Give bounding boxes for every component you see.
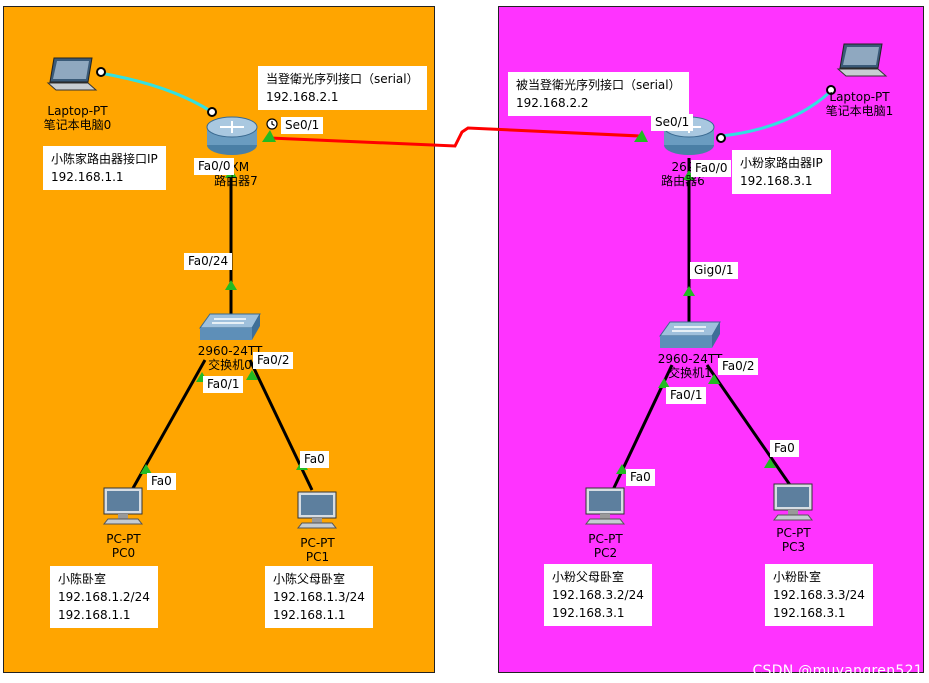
- port-label: Fa0/2: [253, 352, 294, 369]
- wireless-endpoint: [716, 133, 726, 143]
- device-type: PC-PT: [776, 526, 811, 540]
- pc-icon[interactable]: [584, 487, 626, 525]
- link-up-indicator: [658, 378, 670, 388]
- device-name: PC3: [781, 540, 806, 554]
- pc-icon[interactable]: [102, 487, 144, 525]
- note-router7-ip: 小陈家路由器接口IP 192.168.1.1: [43, 146, 166, 190]
- wireless-link-left[interactable]: [99, 71, 213, 114]
- pc-icon[interactable]: [772, 483, 814, 521]
- link-switch1-pc3[interactable]: [705, 364, 792, 486]
- port-label: Se0/1: [281, 117, 324, 134]
- pc0-label: PC-PT PC0: [96, 532, 151, 560]
- link-switch0-pc1[interactable]: [248, 359, 314, 491]
- wireless-endpoint: [207, 107, 217, 117]
- pc2-label: PC-PT PC2: [578, 532, 633, 560]
- port-label: Fa0: [770, 440, 799, 457]
- device-type: PC-PT: [106, 532, 141, 546]
- watermark: CSDN @muyangren521: [752, 663, 923, 679]
- link-up-indicator: [683, 170, 695, 180]
- link-up-indicator: [708, 374, 720, 384]
- device-name: PC1: [305, 550, 330, 564]
- device-type: PC-PT: [588, 532, 623, 546]
- link-up-indicator: [262, 130, 276, 142]
- device-name: PC0: [111, 546, 136, 560]
- wireless-link-right[interactable]: [721, 90, 832, 138]
- device-name: PC2: [593, 546, 618, 560]
- wireless-endpoint: [96, 67, 106, 77]
- laptop0-label: Laptop-PT 笔记本电脑0: [30, 104, 125, 132]
- device-type: 2960-24TT: [197, 344, 263, 358]
- device-type: 2960-24TT: [657, 352, 723, 366]
- note-router6-serial: 被当登衛光序列接口（serial） 192.168.2.2: [508, 72, 689, 116]
- device-type: 262: [671, 160, 695, 174]
- port-label: Fa0/0: [691, 160, 732, 177]
- port-label: Fa0/2: [718, 358, 759, 375]
- pc3-label: PC-PT PC3: [766, 526, 821, 554]
- note-pc3: 小粉卧室 192.168.3.3/24 192.168.3.1: [765, 564, 873, 626]
- pc-icon[interactable]: [296, 491, 338, 529]
- note-pc1: 小陈父母卧室 192.168.1.3/24 192.168.1.1: [265, 566, 373, 628]
- note-pc0: 小陈卧室 192.168.1.2/24 192.168.1.1: [50, 566, 158, 628]
- router6-label: 262 路由器6: [658, 160, 708, 188]
- switch-icon[interactable]: [199, 313, 261, 340]
- port-label: Fa0/24: [184, 253, 233, 270]
- port-label: Fa0: [626, 469, 655, 486]
- port-label: Fa0/1: [666, 387, 707, 404]
- device-type: Laptop-PT: [47, 104, 108, 118]
- device-name: 交换机1: [668, 366, 712, 380]
- switch1-label: 2960-24TT 交换机1: [650, 352, 730, 380]
- link-up-indicator: [683, 286, 695, 296]
- device-name: 交换机0: [208, 358, 252, 372]
- clock-icon: [266, 118, 278, 130]
- serial-link[interactable]: [269, 126, 641, 148]
- device-name: 路由器6: [661, 174, 705, 188]
- pc1-label: PC-PT PC1: [290, 536, 345, 564]
- link-up-indicator: [140, 464, 152, 474]
- port-label: Fa0/0: [194, 158, 235, 175]
- port-label: Gig0/1: [690, 262, 738, 279]
- link-up-indicator: [634, 130, 648, 142]
- device-name: 路由器7: [214, 174, 258, 188]
- wireless-endpoint: [826, 85, 836, 95]
- link-up-indicator: [764, 458, 776, 468]
- note-pc2: 小粉父母卧室 192.168.3.2/24 192.168.3.1: [544, 564, 652, 626]
- port-label: Fa0: [147, 473, 176, 490]
- note-router7-serial: 当登衛光序列接口（serial） 192.168.2.1: [258, 66, 427, 110]
- router-icon[interactable]: [206, 116, 258, 155]
- note-router6-ip: 小粉家路由器IP 192.168.3.1: [732, 150, 831, 194]
- port-label: Se0/1: [651, 114, 694, 131]
- laptop1-label: Laptop-PT 笔记本电脑1: [812, 90, 907, 118]
- device-type: PC-PT: [300, 536, 335, 550]
- device-type: Laptop-PT: [829, 90, 890, 104]
- port-label: Fa0: [300, 451, 329, 468]
- link-up-indicator: [246, 370, 258, 380]
- laptop-icon[interactable]: [836, 43, 888, 77]
- switch-icon[interactable]: [659, 321, 721, 348]
- device-name: 笔记本电脑0: [43, 118, 112, 132]
- link-up-indicator: [616, 464, 628, 474]
- laptop-icon[interactable]: [46, 57, 98, 91]
- link-up-indicator: [225, 280, 237, 290]
- switch0-label: 2960-24TT 交换机0: [190, 344, 270, 372]
- device-name: 笔记本电脑1: [825, 104, 894, 118]
- port-label: Fa0/1: [203, 376, 244, 393]
